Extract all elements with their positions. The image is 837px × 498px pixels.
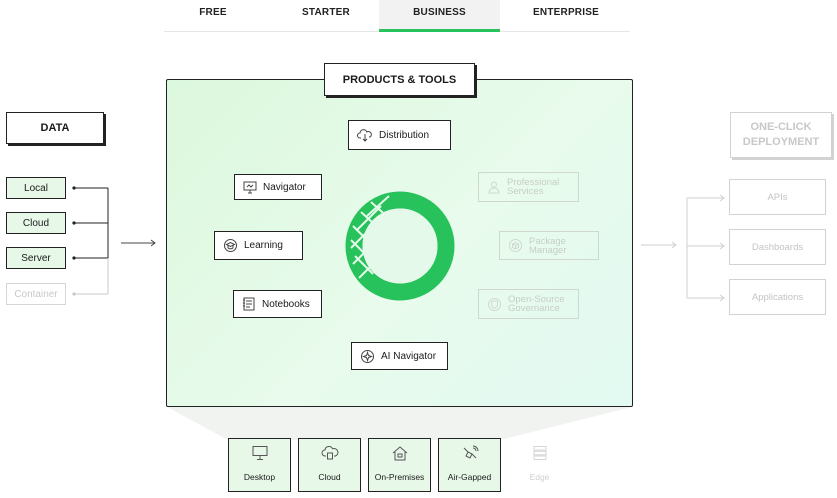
- sparkle-chip-icon: [361, 349, 374, 363]
- shield-icon: [488, 297, 501, 311]
- tool-notebooks[interactable]: Notebooks: [233, 290, 322, 318]
- monitor-icon: [243, 181, 257, 193]
- cloud-upload-icon: [321, 445, 338, 460]
- data-item-cloud[interactable]: Cloud: [6, 212, 66, 234]
- server-stack-icon: [533, 446, 546, 460]
- tool-label: Notebooks: [262, 298, 310, 310]
- data-item-server[interactable]: Server: [6, 247, 66, 269]
- env-label: Edge: [529, 472, 550, 482]
- products-heading: PRODUCTS & TOOLS: [324, 63, 475, 96]
- tool-label: Navigator: [263, 181, 306, 193]
- tool-ai-navigator[interactable]: AI Navigator: [351, 342, 448, 370]
- tool-label-line2: Services: [507, 186, 544, 197]
- env-desktop[interactable]: Desktop: [228, 438, 291, 492]
- env-label: Cloud: [318, 472, 341, 482]
- building-icon: [392, 446, 407, 461]
- deployment-item-label: APIs: [767, 191, 788, 203]
- deployment-item-label: Applications: [751, 291, 804, 303]
- deployment-heading-line1: ONE-CLICK: [750, 121, 812, 133]
- env-label: Desktop: [243, 472, 276, 482]
- data-heading-label: DATA: [40, 122, 70, 134]
- products-heading-label: PRODUCTS & TOOLS: [342, 73, 457, 86]
- tool-label-line1: Open-Source: [508, 294, 565, 305]
- tool-label-line2: Governance: [508, 303, 560, 314]
- data-item-label: Cloud: [22, 217, 50, 229]
- person-icon: [488, 181, 500, 194]
- tool-label: Learning: [244, 240, 283, 251]
- tab-business[interactable]: BUSINESS: [379, 0, 500, 32]
- data-item-label: Container: [14, 288, 58, 300]
- deployment-item-label: Dashboards: [751, 241, 804, 253]
- env-on-premises[interactable]: On-Premises: [368, 438, 431, 492]
- deployment-item-apis[interactable]: APIs: [729, 179, 826, 215]
- deployment-heading: ONE-CLICK DEPLOYMENT: [730, 112, 832, 158]
- notebook-icon: [243, 297, 255, 311]
- data-item-label: Local: [24, 182, 48, 194]
- data-item-label: Server: [21, 252, 51, 264]
- data-heading: DATA: [6, 112, 104, 144]
- deployment-item-applications[interactable]: Applications: [729, 279, 826, 315]
- tab-enterprise[interactable]: ENTERPRISE: [533, 7, 599, 18]
- env-label: Air-Gapped: [447, 472, 492, 482]
- data-item-container[interactable]: Container: [6, 283, 66, 305]
- tool-learning[interactable]: Learning: [214, 231, 303, 260]
- desktop-icon: [252, 446, 267, 460]
- env-label: On-Premises: [374, 472, 425, 482]
- env-air-gapped[interactable]: Air-Gapped: [438, 438, 501, 492]
- tool-label-line2: Manager: [529, 244, 567, 256]
- cloud-download-icon: [357, 129, 372, 142]
- tool-label: Distribution: [379, 129, 430, 141]
- tab-starter[interactable]: STARTER: [302, 7, 350, 18]
- satellite-icon: [463, 445, 478, 459]
- graduation-icon: [224, 239, 237, 252]
- tab-free[interactable]: FREE: [199, 7, 227, 18]
- deployment-heading-line2: DEPLOYMENT: [742, 136, 820, 148]
- tool-label-line1: Professional: [507, 177, 560, 188]
- anaconda-ring-logo: [345, 191, 455, 301]
- data-item-local[interactable]: Local: [6, 177, 66, 199]
- plan-tabs: FREE STARTER BUSINESS ENTERPRISE: [164, 0, 630, 32]
- package-icon: [509, 239, 522, 252]
- tool-navigator[interactable]: Navigator: [234, 174, 322, 200]
- tool-label: AI Navigator: [381, 350, 437, 362]
- env-edge[interactable]: Edge: [508, 438, 571, 492]
- tool-label-line1: Package: [529, 235, 566, 247]
- env-cloud[interactable]: Cloud: [298, 438, 361, 492]
- deployment-item-dashboards[interactable]: Dashboards: [729, 229, 826, 265]
- tool-distribution[interactable]: Distribution: [348, 120, 451, 150]
